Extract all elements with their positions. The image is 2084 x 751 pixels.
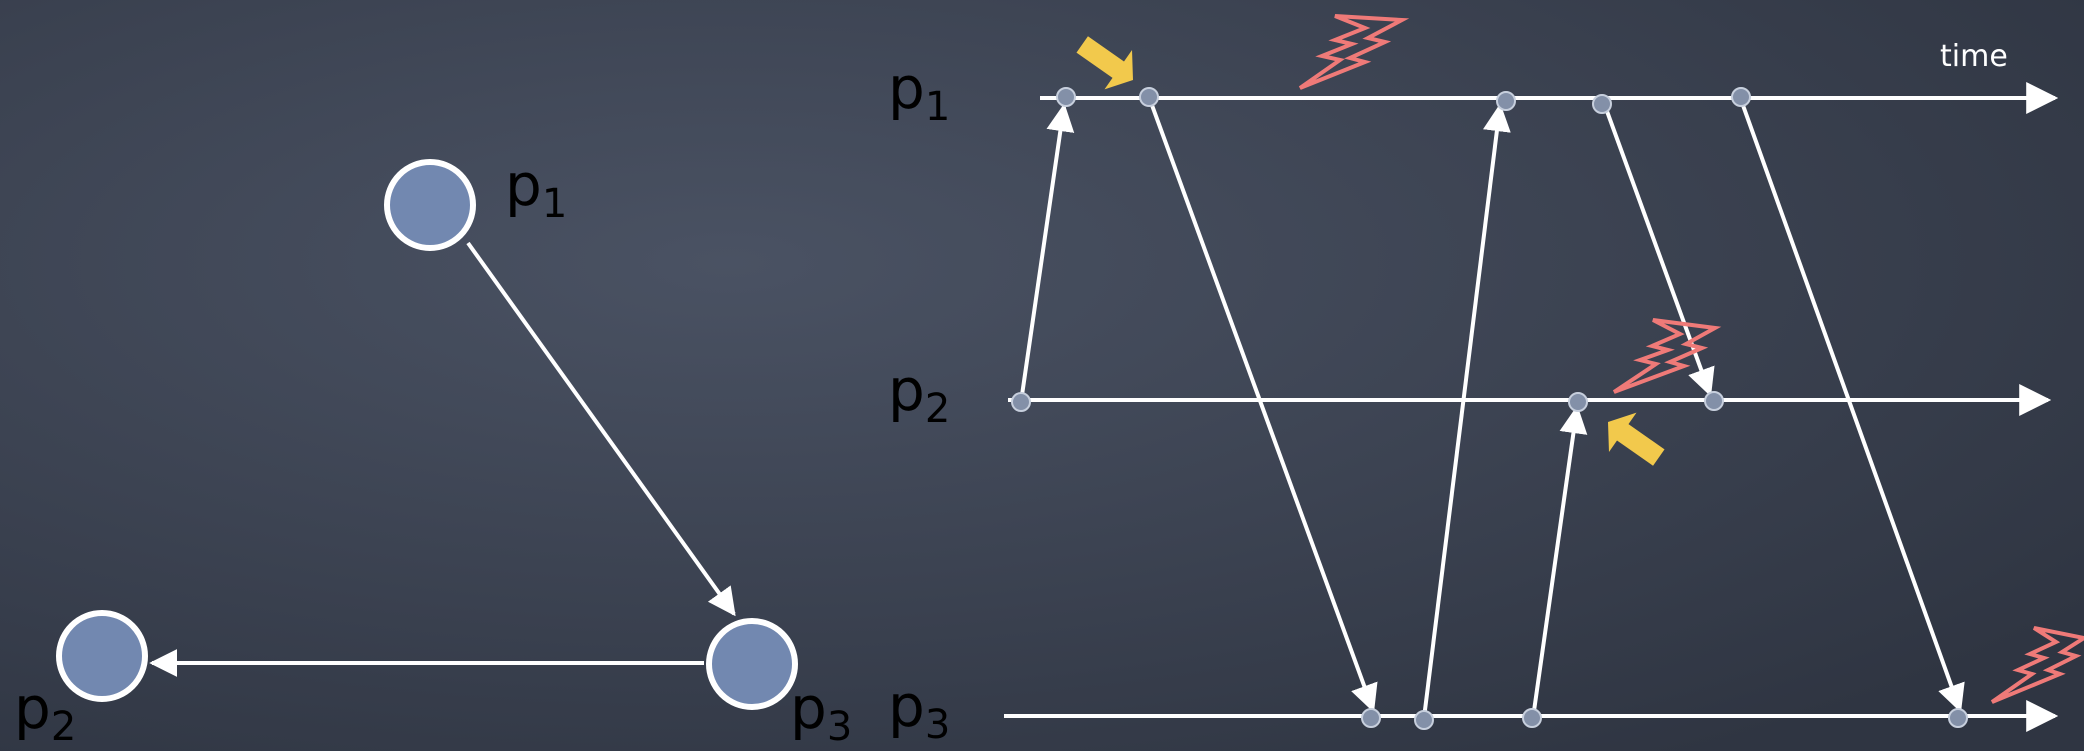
edge-p1-p3 xyxy=(466,241,736,617)
node-label-p2: p2 xyxy=(14,674,76,750)
space-time-diagram: p1 p2 p3 time xyxy=(888,14,2084,748)
node-label-p1: p1 xyxy=(505,151,567,227)
lightning-bolt-icon xyxy=(1298,14,1410,90)
lightning-bolt-icon xyxy=(1990,626,2084,704)
message-p1-to-p3 xyxy=(1147,96,1378,713)
yellow-arrow-icon xyxy=(1076,36,1133,90)
event-dot xyxy=(1731,87,1751,107)
event-dots xyxy=(1011,87,1968,730)
message-p3-to-p2 xyxy=(1531,405,1588,719)
event-dot xyxy=(1592,94,1612,114)
lightning-bolt-icon xyxy=(1612,318,1722,394)
event-dot xyxy=(1056,87,1076,107)
event-dot xyxy=(1361,708,1381,728)
message-p2-to-p1 xyxy=(1019,103,1075,403)
event-dot xyxy=(1414,710,1434,730)
event-dot xyxy=(1948,708,1968,728)
event-dot xyxy=(1011,392,1031,412)
event-dot xyxy=(1568,392,1588,412)
timeline-label-p1: p1 xyxy=(888,54,950,130)
timeline-label-p3: p3 xyxy=(888,672,950,748)
node-label-p3: p3 xyxy=(790,674,852,750)
event-dot xyxy=(1496,91,1516,111)
message-p1-to-p3-late xyxy=(1738,96,1965,713)
message-p3-to-p1 xyxy=(1422,103,1511,719)
timeline-label-p2: p2 xyxy=(888,356,950,432)
node-p1 xyxy=(384,159,476,251)
event-dot xyxy=(1522,708,1542,728)
yellow-arrow-icon xyxy=(1608,412,1665,466)
process-graph: p1 p2 p3 xyxy=(14,151,852,750)
time-axis-label: time xyxy=(1940,39,2008,74)
event-dot xyxy=(1139,87,1159,107)
node-p3 xyxy=(706,618,798,710)
node-p2 xyxy=(56,610,148,702)
event-dot xyxy=(1704,391,1724,411)
